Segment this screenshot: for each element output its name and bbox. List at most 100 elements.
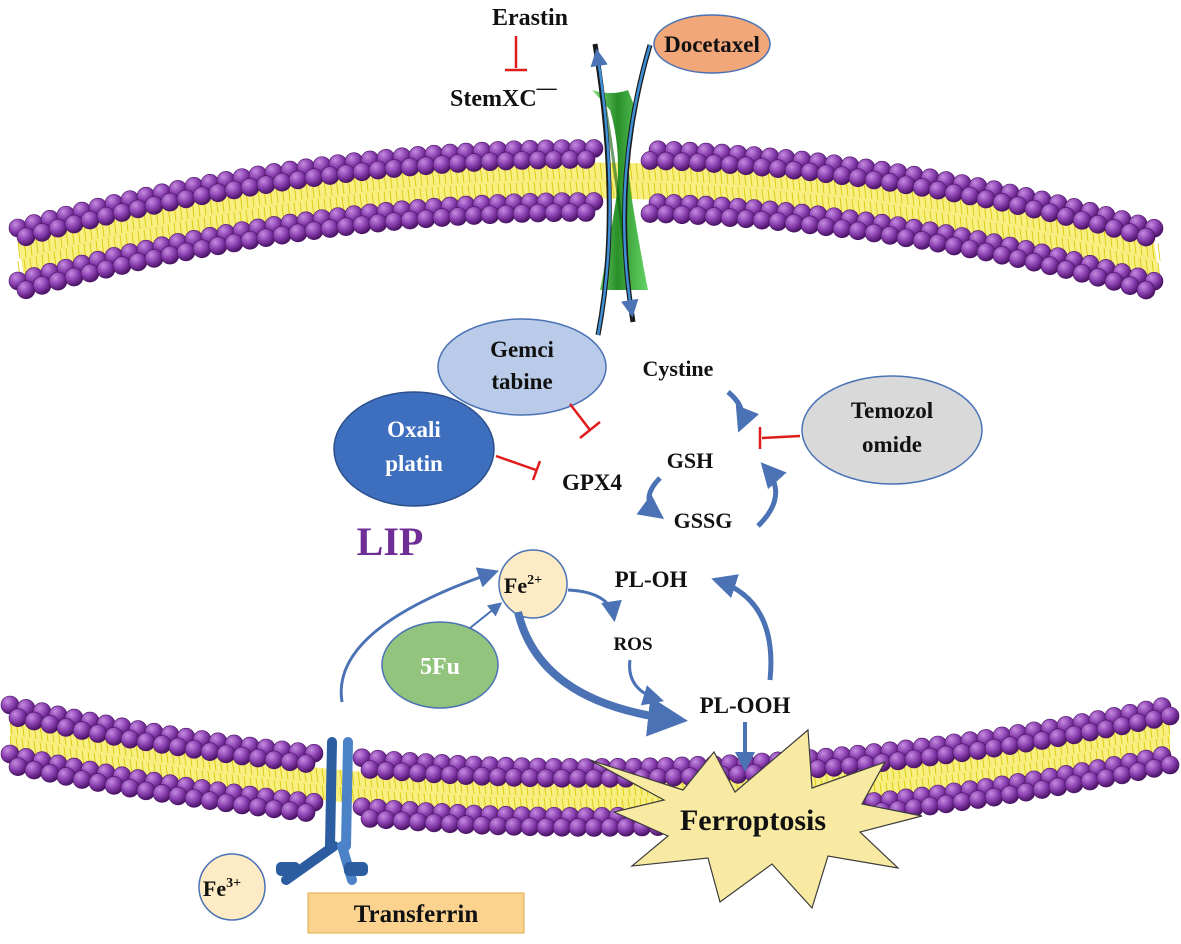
phospholipid-head [32, 223, 52, 242]
phospholipid-head [928, 180, 948, 200]
phospholipid-head [48, 218, 68, 238]
phospholipid-head [504, 768, 524, 787]
fe2-base: Fe [504, 573, 527, 598]
fe2-label: Fe2+ [504, 573, 542, 598]
phospholipid-head [400, 210, 420, 230]
phospholipid-head [1040, 256, 1060, 276]
phospholipid-head [152, 784, 172, 803]
phospholipid-head [288, 170, 308, 190]
phospholipid-head [848, 168, 868, 188]
fivefu-node [381, 621, 499, 709]
phospholipid-head [432, 155, 452, 174]
phospholipid-head [392, 762, 412, 782]
docetaxel-label: Docetaxel [664, 32, 760, 57]
phospholipid-head [1056, 207, 1076, 226]
phospholipid-head [248, 797, 268, 817]
ferroptosis-label: Ferroptosis [680, 804, 826, 837]
phospholipid-head [304, 221, 324, 240]
phospholipid-head [1016, 733, 1036, 753]
transferrin-receptor [276, 737, 368, 885]
temozolomide-label-line1: Temozol [851, 398, 933, 423]
phospholipid-head [160, 245, 180, 265]
oxaliplatin-label-line1: Oxali [387, 417, 441, 442]
phospholipid-head [1160, 706, 1180, 726]
phospholipid-head [112, 203, 132, 222]
phospholipid-head [1048, 728, 1068, 748]
phospholipid-head [144, 249, 164, 268]
temozolomide-node [801, 375, 983, 485]
phospholipid-head [816, 217, 836, 237]
phospholipid-head [488, 767, 508, 787]
phospholipid-head [992, 193, 1012, 212]
phospholipid-head [976, 189, 996, 209]
phospholipid-head [912, 178, 932, 197]
phospholipid-head [384, 212, 404, 231]
phospholipid-head [368, 213, 388, 233]
lipid-tail [611, 162, 615, 199]
phospholipid-head [544, 150, 564, 170]
phospholipid-head [1064, 725, 1084, 745]
gemcitabine-node [437, 318, 607, 416]
phospholipid-head [40, 715, 60, 734]
phospholipid-head [1096, 768, 1116, 788]
phospholipid-head [424, 813, 444, 833]
phospholipid-head [1120, 223, 1140, 243]
phospholipid-head [56, 718, 76, 737]
gssg-label: GSSG [674, 508, 733, 533]
phospholipid-head [240, 230, 260, 250]
phospholipid-head [392, 811, 412, 831]
phospholipid-head [408, 812, 428, 832]
phospholipid-head [144, 196, 164, 215]
phospholipid-head [216, 793, 236, 813]
phospholipid-head [568, 769, 588, 788]
phospholipid-head [1144, 710, 1164, 729]
phospholipid-head [80, 210, 100, 230]
gpx4-label: GPX4 [562, 470, 623, 495]
phospholipid-head [496, 204, 516, 224]
phospholipid-head [88, 773, 108, 792]
phospholipid-head [584, 769, 604, 788]
phospholipid-head [728, 765, 748, 784]
lipid-peroxidation-arrows [514, 574, 774, 772]
phospholipid-head [192, 239, 212, 259]
phospholipid-head [360, 760, 380, 779]
docetaxel-node [653, 14, 771, 74]
gemcitabine-label-line1: Gemci [490, 337, 554, 362]
phospholipid-head [800, 215, 820, 235]
oxaliplatin-node [333, 391, 495, 507]
phospholipid-head [1112, 765, 1132, 785]
phospholipid-head [1112, 716, 1132, 736]
phospholipid-head [1104, 272, 1124, 291]
phospholipid-head [56, 767, 76, 786]
temozolomide-label-line2: omide [862, 432, 922, 457]
phospholipid-head [688, 206, 708, 225]
transferrin-box [307, 892, 525, 934]
phospholipid-head [832, 166, 852, 186]
phospholipid-head [264, 750, 284, 770]
phospholipid-head [928, 233, 948, 253]
phospholipid-head [528, 150, 548, 170]
phospholipid-head [552, 818, 572, 837]
phospholipid-head [784, 213, 804, 233]
phospholipid-head [1072, 211, 1092, 230]
phospholipid-head [560, 150, 580, 169]
phospholipid-head [8, 757, 28, 777]
phospholipid-head [464, 153, 484, 172]
phospholipid-head [368, 160, 388, 180]
phospholipid-head [336, 164, 356, 183]
phospholipid-head [1032, 780, 1052, 799]
pl-oh-label: PL-OH [615, 567, 688, 592]
phospholipid-head [520, 817, 540, 837]
phospholipid-head [464, 206, 484, 225]
phospholipid-head [376, 810, 396, 830]
transferrin-label: Transferrin [354, 901, 479, 928]
phospholipid-head [192, 186, 212, 206]
cystine-label: Cystine [643, 356, 714, 381]
cell-membrane-bottom [0, 695, 1180, 837]
phospholipid-head [112, 256, 132, 275]
phospholipid-head [120, 778, 140, 798]
phospholipid-head [984, 738, 1004, 758]
phospholipid-head [400, 157, 420, 177]
phospholipid-head [16, 227, 36, 247]
phospholipid-head [944, 236, 964, 256]
